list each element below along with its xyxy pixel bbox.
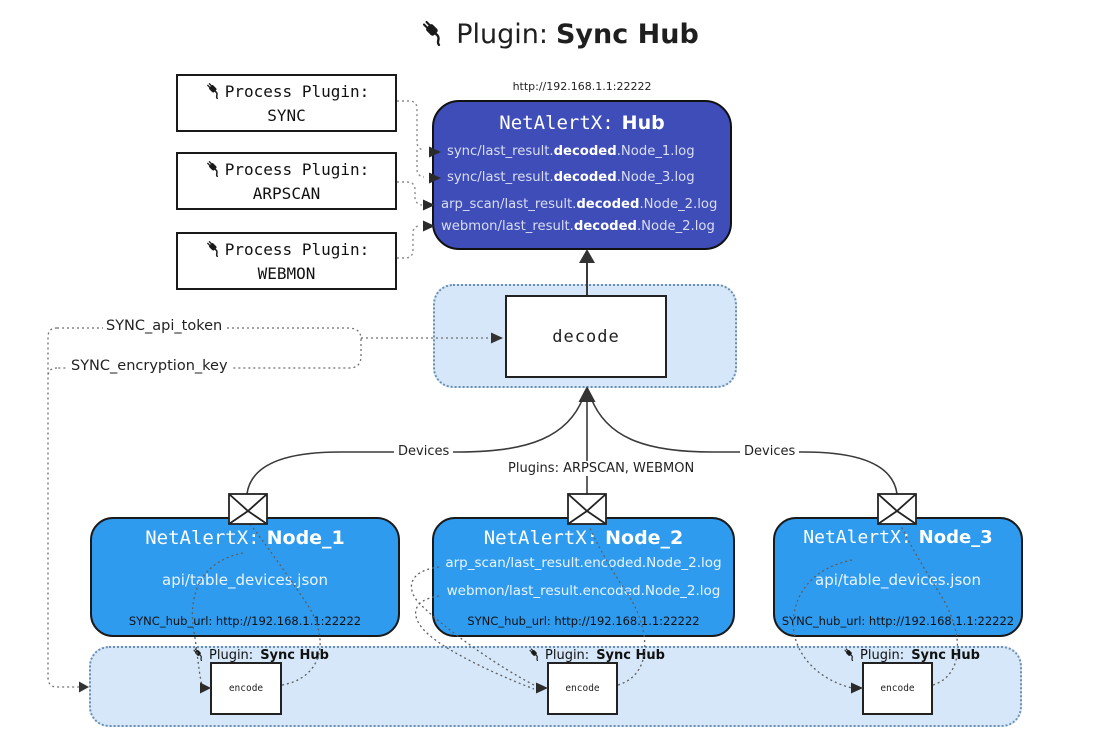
process-plugin-label: Process Plugin:	[224, 240, 370, 260]
node-file: api/table_devices.json	[162, 571, 328, 589]
page-title: Plugin: Sync Hub	[0, 16, 1117, 53]
node-title: NetAlertX:Node_2	[483, 527, 684, 549]
plug-icon	[204, 80, 223, 105]
node-hub-url: SYNC_hub_url: http://192.168.1.1:22222	[467, 614, 700, 628]
hub-url: http://192.168.1.1:22222	[512, 80, 652, 93]
edge-label-plugins-middle: Plugins: ARPSCAN, WEBMON	[504, 461, 699, 476]
hub-title: NetAlertX: Hub	[434, 112, 730, 134]
node-1-box: NetAlertX:Node_1 api/table_devices.json …	[90, 517, 400, 637]
hub-box: NetAlertX: Hub sync/last_result.decoded.N…	[432, 100, 732, 250]
node-hub-url: SYNC_hub_url: http://192.168.1.1:22222	[781, 614, 1015, 628]
encode-box-1: encode	[210, 662, 282, 715]
node-2-box: NetAlertX:Node_2 arp_scan/last_result.en…	[432, 517, 735, 637]
process-plugin-label: Process Plugin:	[224, 82, 370, 102]
encode-box-3: encode	[862, 662, 933, 715]
node-file: webmon/last_result.encoded.Node_2.log	[446, 583, 721, 599]
hub-log-line: webmon/last_result.decoded.Node_2.log	[441, 219, 715, 234]
process-plugin-label: Process Plugin:	[224, 160, 370, 180]
hub-title-prefix: NetAlertX:	[499, 112, 614, 134]
process-plugin-webmon: Process Plugin: WEBMON	[176, 232, 397, 290]
plug-icon	[527, 646, 542, 665]
plug-icon	[204, 238, 223, 263]
edge-label-devices-right: Devices	[740, 444, 800, 459]
node-file: api/table_devices.json	[815, 571, 981, 589]
process-plugin-name: ARPSCAN	[252, 183, 321, 203]
plug-icon	[418, 16, 448, 53]
title-name: Sync Hub	[555, 19, 699, 50]
decode-in-arrowhead	[578, 386, 596, 402]
secret-encryption-key-label: SYNC_encryption_key	[68, 358, 231, 374]
title-prefix: Plugin:	[456, 19, 548, 50]
process-plugin-sync: Process Plugin: SYNC	[176, 74, 397, 132]
node-title: NetAlertX:Node_3	[803, 527, 993, 548]
edge-label-devices-left: Devices	[394, 444, 454, 459]
hub-log-line: sync/last_result.decoded.Node_1.log	[447, 144, 695, 159]
merge-curves	[246, 392, 898, 495]
hub-log-line: arp_scan/last_result.decoded.Node_2.log	[441, 197, 718, 212]
plug-icon	[842, 646, 857, 665]
plugin-to-hub-connectors	[397, 100, 425, 259]
decode-box: decode	[505, 295, 667, 378]
hub-log-line: sync/last_result.decoded.Node_3.log	[447, 170, 695, 185]
secrets-arrowheads	[79, 332, 503, 693]
node-hub-url: SYNC_hub_url: http://192.168.1.1:22222	[128, 614, 362, 628]
plug-icon	[191, 646, 206, 665]
plug-icon	[204, 158, 223, 183]
node-file: arp_scan/last_result.encoded.Node_2.log	[445, 555, 722, 571]
secret-api-token-label: SYNC_api_token	[103, 318, 226, 334]
hub-title-name: Hub	[621, 112, 665, 134]
encode-box-2: encode	[547, 662, 618, 715]
node-title: NetAlertX:Node_1	[145, 527, 345, 549]
process-plugin-arpscan: Process Plugin: ARPSCAN	[176, 152, 397, 210]
node-3-box: NetAlertX:Node_3 api/table_devices.json …	[773, 517, 1023, 637]
process-plugin-name: WEBMON	[257, 263, 316, 283]
process-plugin-name: SYNC	[267, 105, 306, 125]
